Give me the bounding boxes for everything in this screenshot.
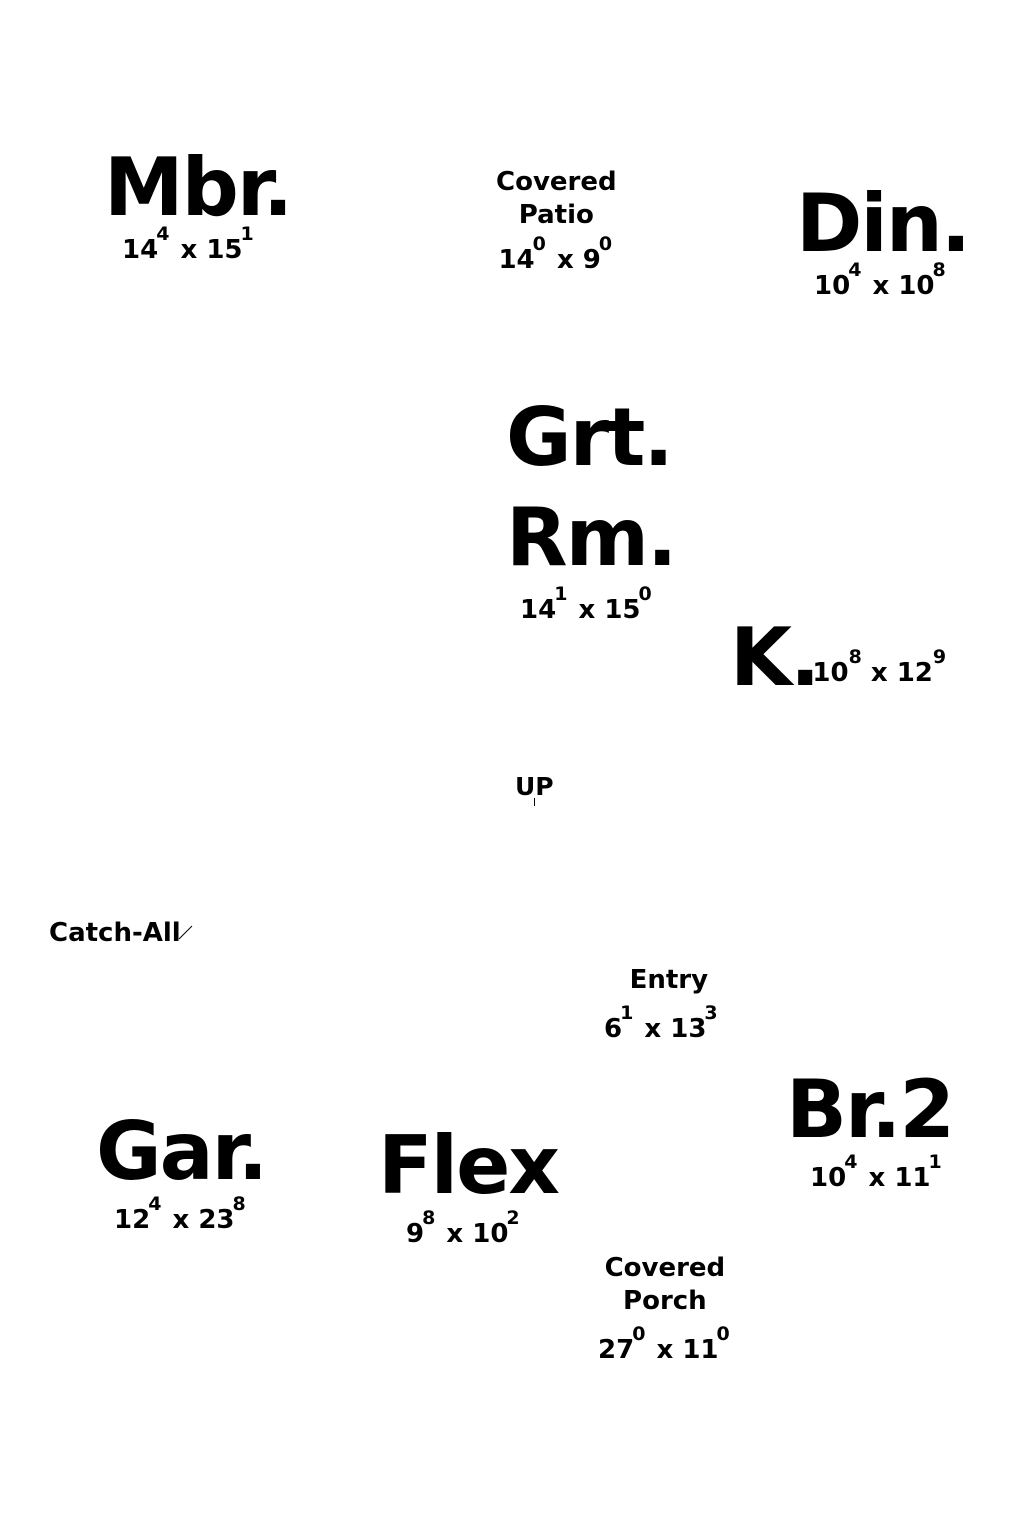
room-name-line-2: Rm. <box>506 491 677 584</box>
room-dining: Din. 104 x 108 <box>796 177 971 301</box>
room-name: Din. <box>796 177 971 270</box>
room-name-line-2: Patio <box>518 200 594 230</box>
room-dimensions: 61 x 133 <box>604 1002 718 1044</box>
room-dimensions: 108 x 129 <box>812 646 947 688</box>
room-dimensions: 141 x 150 <box>520 583 652 625</box>
room-name: Mbr. <box>104 141 293 234</box>
room-covered-patio: Covered Patio 140 x 90 <box>496 166 617 273</box>
room-name: Entry <box>629 965 709 995</box>
room-dimensions: 104 x 111 <box>810 1151 942 1193</box>
stair-tick <box>534 798 535 806</box>
room-name: Flex <box>378 1119 560 1212</box>
room-kitchen: K. 108 x 129 <box>730 618 946 698</box>
room-name: Br.2 <box>786 1063 955 1156</box>
room-name: K. <box>730 611 820 704</box>
room-covered-porch: Covered Porch 270 x 110 <box>598 1252 732 1363</box>
room-name: Gar. <box>96 1105 268 1198</box>
stair-up-label: UP <box>515 772 554 801</box>
catch-all-door-swing <box>178 925 193 940</box>
room-name-line-2: Porch <box>623 1286 707 1316</box>
room-entry: Entry 61 x 133 <box>604 964 720 1042</box>
room-master-bedroom: Mbr. 144 x 151 <box>104 141 293 265</box>
room-name-line-1: Covered <box>496 167 617 197</box>
room-dimensions: 98 x 102 <box>406 1207 520 1249</box>
room-bedroom-2: Br.2 104 x 111 <box>786 1063 955 1193</box>
room-dimensions: 144 x 151 <box>122 223 254 265</box>
room-garage: Gar. 124 x 238 <box>96 1105 268 1235</box>
room-flex: Flex 98 x 102 <box>378 1119 560 1249</box>
room-dimensions: 270 x 110 <box>598 1323 730 1365</box>
room-dimensions: 104 x 108 <box>814 259 946 301</box>
room-great-room: Grt. Rm. 141 x 150 <box>506 391 677 625</box>
room-dimensions: 124 x 238 <box>114 1193 246 1235</box>
room-name-line-1: Covered <box>604 1253 726 1283</box>
room-dimensions: 140 x 90 <box>498 233 613 275</box>
room-name-line-1: Grt. <box>506 391 674 484</box>
catch-all-label: Catch-All <box>49 918 181 948</box>
